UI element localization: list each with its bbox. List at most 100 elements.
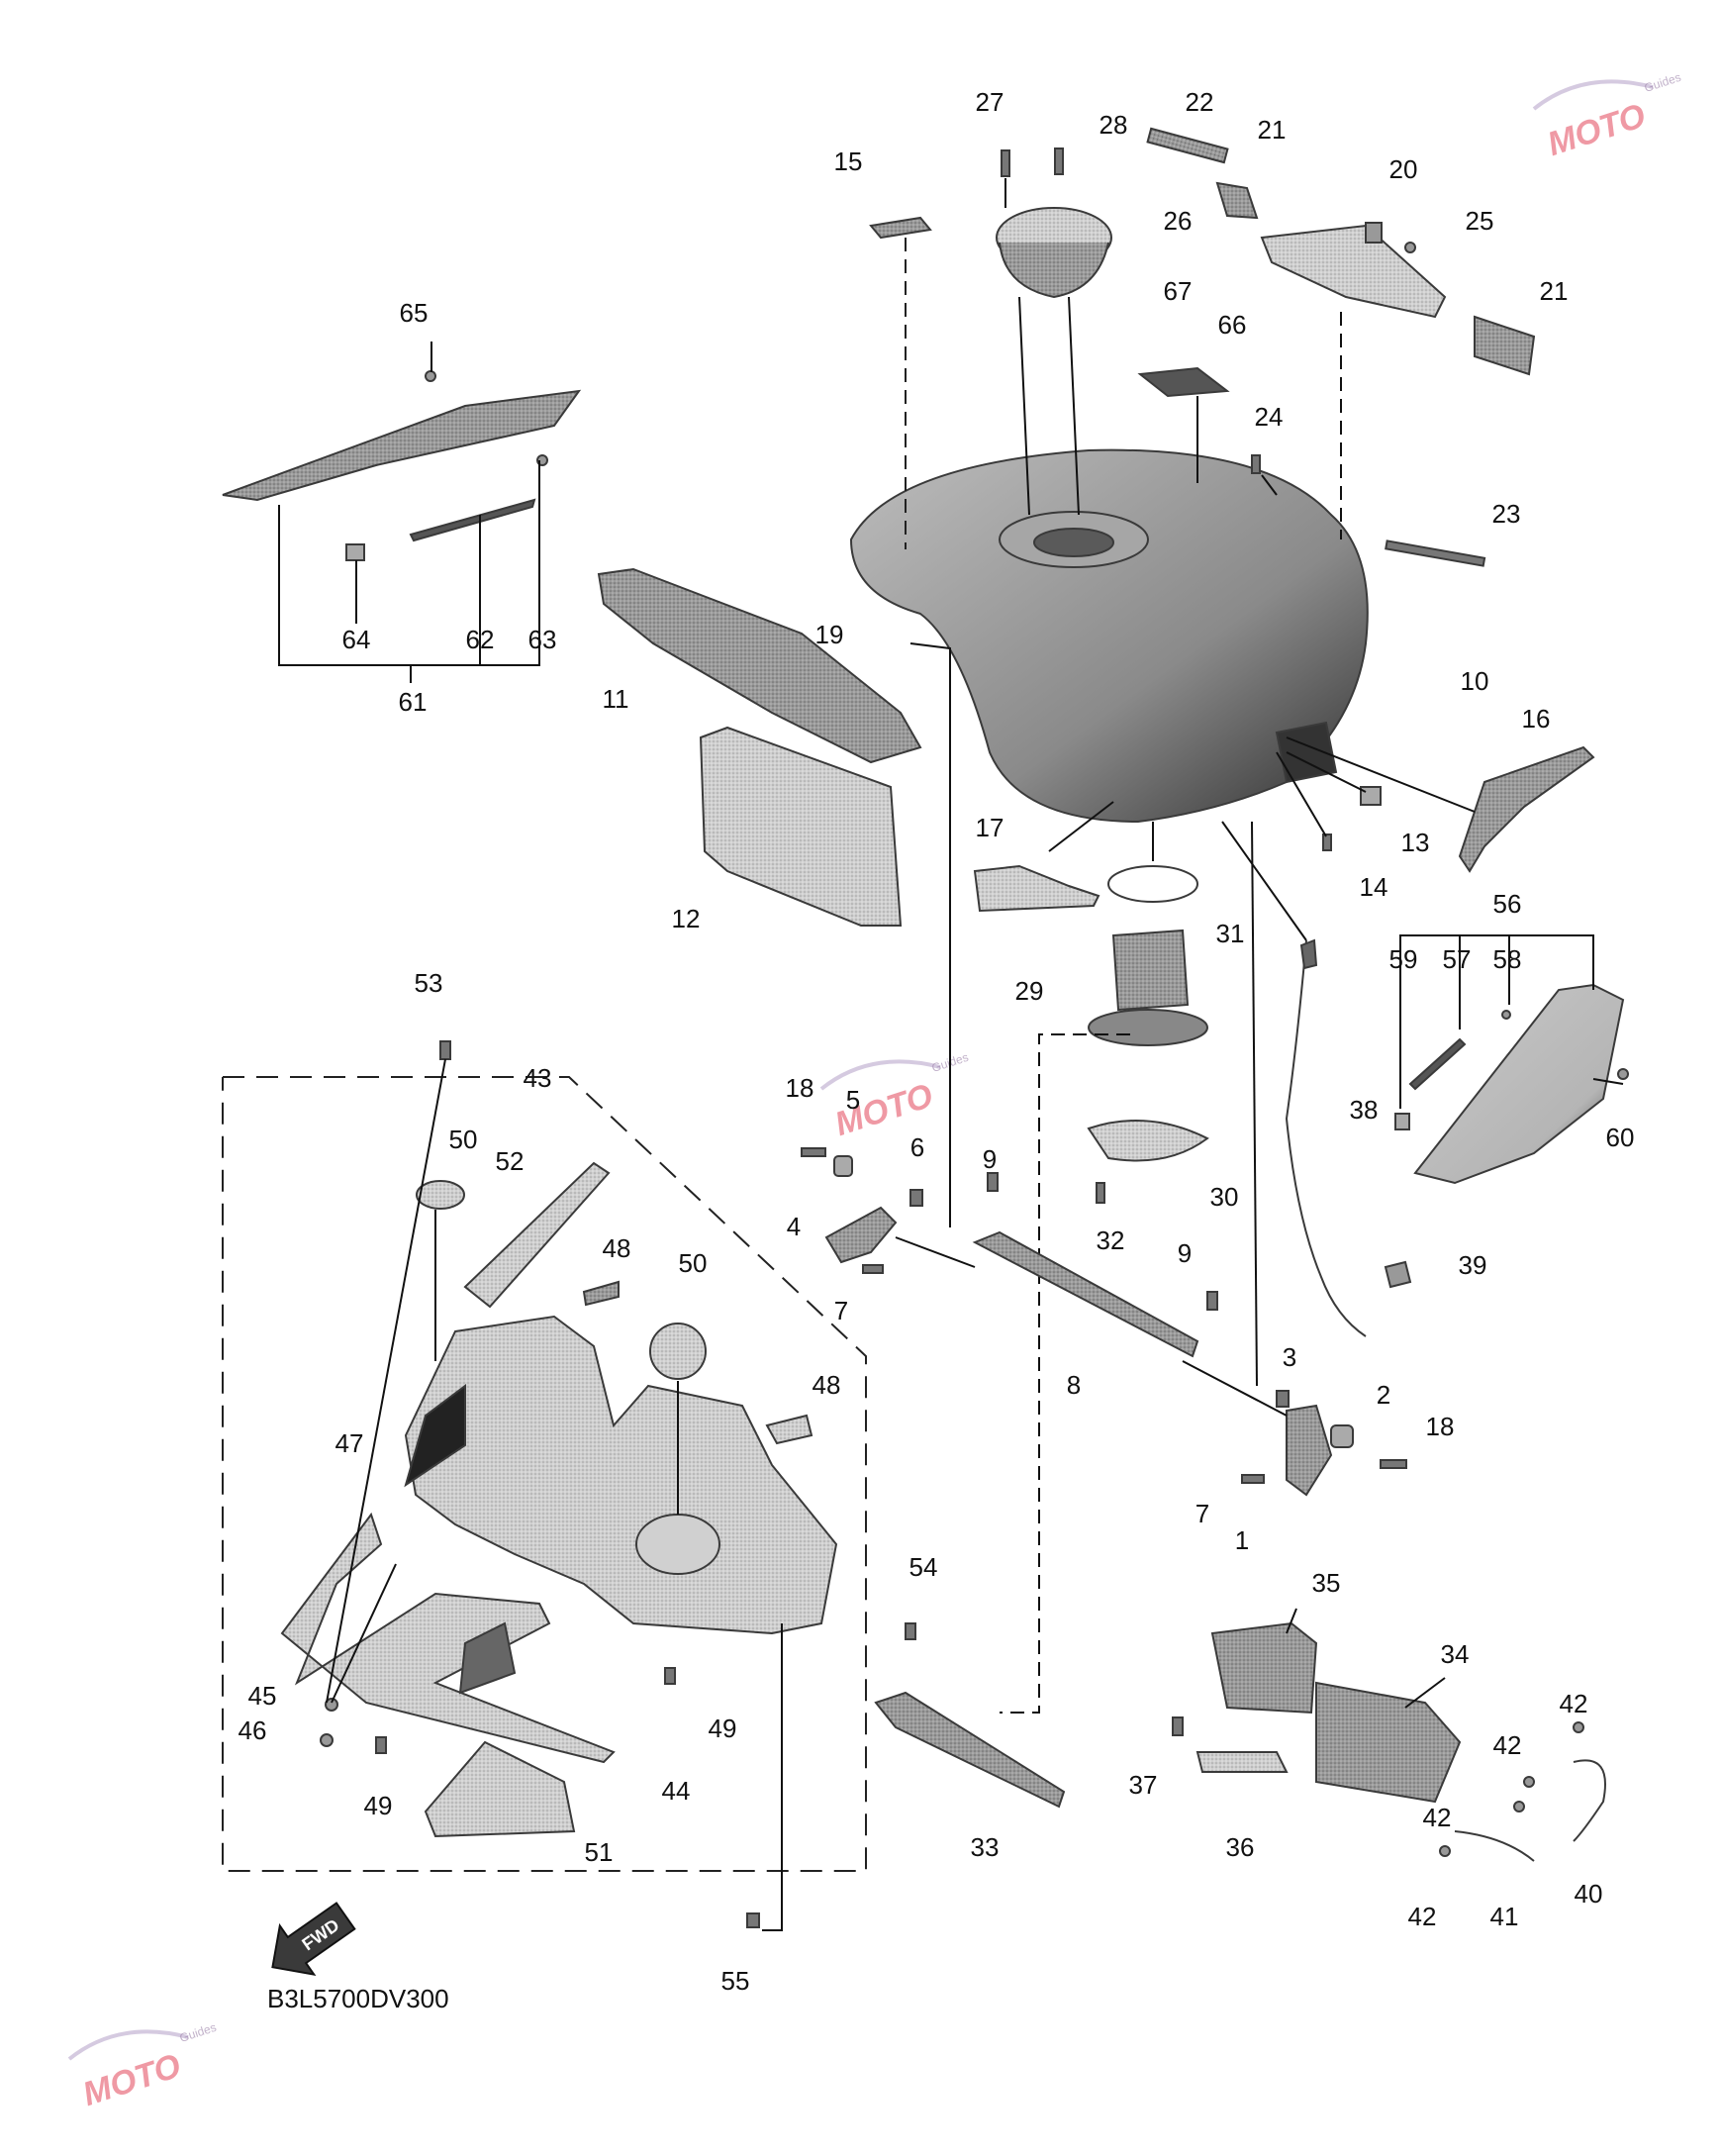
- fuel-cap-body: [999, 242, 1109, 299]
- bolt-53: [439, 1040, 451, 1060]
- callout-62: 62: [466, 625, 495, 654]
- screw-45: [325, 1698, 338, 1712]
- hose-41: [1454, 1830, 1535, 1862]
- clip-59: [1394, 1113, 1410, 1130]
- callout-22: 22: [1186, 87, 1214, 117]
- right-cover-group: [1394, 934, 1629, 1185]
- bolt-23: [1385, 539, 1486, 567]
- label-48-right: [765, 1414, 813, 1445]
- callout-63: 63: [528, 625, 557, 654]
- callout-56: 56: [1493, 889, 1522, 919]
- callout-38: 38: [1350, 1095, 1379, 1125]
- callout-36: 36: [1226, 1832, 1255, 1862]
- callout-50: 50: [449, 1125, 478, 1154]
- callout-42d: 42: [1408, 1902, 1437, 1931]
- watermark-logo-middle: MOTO Guides: [819, 1050, 970, 1143]
- callout-4: 4: [787, 1212, 801, 1241]
- cover-screw: [425, 370, 436, 382]
- grommet-13: [1360, 786, 1382, 806]
- callout-67: 67: [1164, 276, 1193, 306]
- callout-65: 65: [400, 298, 429, 328]
- callout-15: 15: [834, 147, 863, 176]
- callout-13: 13: [1401, 828, 1430, 857]
- callout-51: 51: [585, 1837, 614, 1867]
- watermark-logo-bottom: MOTO Guides: [67, 2020, 218, 2113]
- callout-3: 3: [1283, 1342, 1296, 1372]
- callout-42a: 42: [1560, 1689, 1588, 1718]
- top-cover-panel: [222, 389, 582, 502]
- fuel-tank-group: [849, 448, 1369, 824]
- tank-cover-main: [404, 1315, 838, 1635]
- callout-7-rear: 7: [1195, 1499, 1209, 1528]
- bushing-21-rear: [1474, 315, 1536, 376]
- plate-30: [1087, 1120, 1209, 1162]
- callout-32: 32: [1097, 1225, 1125, 1255]
- bolt-18-rear: [1380, 1459, 1407, 1469]
- callout-9: 9: [983, 1144, 997, 1174]
- watermark-sub-bottom: Guides: [178, 2020, 218, 2045]
- label-15: [869, 216, 932, 240]
- callout-48-right: 48: [813, 1370, 841, 1400]
- clamp-42c: [1439, 1845, 1451, 1857]
- callout-39: 39: [1459, 1250, 1487, 1280]
- bolt-7: [862, 1264, 884, 1274]
- screw-49-right: [664, 1667, 676, 1685]
- bolt-24: [1251, 454, 1261, 474]
- callout-14: 14: [1360, 872, 1388, 902]
- bolt-37: [1172, 1716, 1184, 1736]
- callout-57: 57: [1443, 944, 1472, 974]
- callout-52: 52: [496, 1146, 525, 1176]
- callout-1: 1: [1235, 1525, 1249, 1555]
- damper-5: [833, 1155, 853, 1177]
- hose-38: [1285, 939, 1367, 1337]
- mount-1: [1286, 1404, 1333, 1497]
- tank-rear-mount: [1275, 721, 1338, 784]
- guard-35: [1210, 1621, 1318, 1715]
- side-cowl-44: [280, 1512, 616, 1764]
- callout-24: 24: [1255, 402, 1284, 432]
- callout-5: 5: [846, 1085, 860, 1115]
- callout-58: 58: [1493, 944, 1522, 974]
- bushing-21: [1215, 181, 1259, 220]
- bolt-9-rear: [1206, 1291, 1218, 1311]
- label-48: [582, 1280, 620, 1307]
- top-cover-group: [222, 342, 582, 683]
- damper-2: [1330, 1424, 1354, 1448]
- bolt-54: [905, 1622, 916, 1640]
- callout-21-rear: 21: [1540, 276, 1569, 306]
- right-cover: [1413, 983, 1625, 1185]
- watermark-brand: MOTO: [1543, 97, 1650, 163]
- cap-bolt-28: [1054, 147, 1064, 175]
- callout-16: 16: [1522, 704, 1551, 734]
- fuel-pump-29: [1111, 929, 1190, 1012]
- callout-49: 49: [364, 1791, 393, 1820]
- cover-assembly-43: [222, 1040, 916, 1931]
- callout-31: 31: [1216, 919, 1245, 948]
- cover-clip: [345, 543, 365, 561]
- cap-bolt-27: [1001, 149, 1010, 177]
- cover-duct: [404, 1384, 466, 1488]
- callout-48: 48: [603, 1233, 631, 1263]
- bolt-32: [1096, 1182, 1105, 1204]
- side-shields: [597, 567, 922, 927]
- callout-50-right: 50: [679, 1248, 708, 1278]
- fwd-arrow: FWD: [271, 1902, 356, 1976]
- callout-60: 60: [1606, 1123, 1635, 1152]
- clip-6: [909, 1189, 923, 1207]
- callout-17: 17: [976, 813, 1004, 842]
- watermark-brand-bottom: MOTO: [78, 2047, 185, 2113]
- callout-44: 44: [662, 1776, 691, 1806]
- clamp-42b: [1513, 1801, 1525, 1813]
- callout-6: 6: [910, 1132, 924, 1162]
- callout-61: 61: [399, 687, 428, 717]
- callout-43: 43: [524, 1063, 552, 1093]
- cowl-vent: [458, 1621, 517, 1695]
- callout-35: 35: [1312, 1568, 1341, 1598]
- callout-19: 19: [815, 620, 844, 649]
- bolt-7-rear: [1241, 1474, 1265, 1484]
- callout-42b: 42: [1493, 1730, 1522, 1760]
- cover-16: [1458, 745, 1595, 873]
- callout-18-rear: 18: [1426, 1412, 1455, 1441]
- collar-14: [1322, 833, 1332, 851]
- rod-22: [1146, 127, 1229, 164]
